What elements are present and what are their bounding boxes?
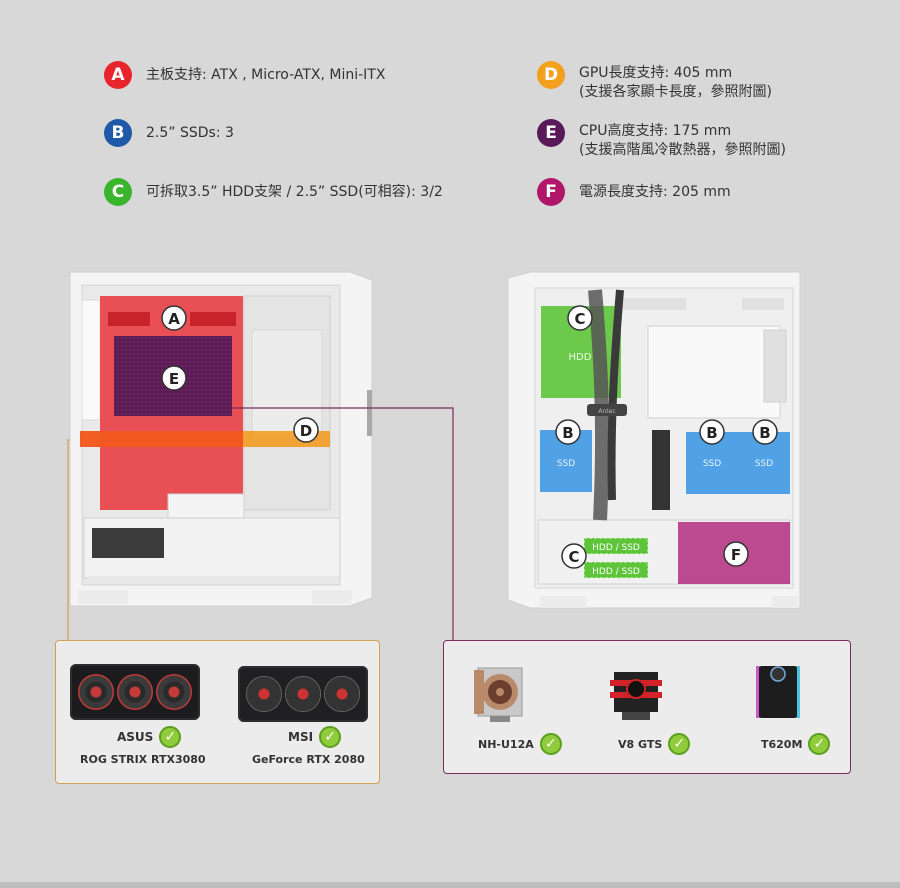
spec-b-line1: 2.5” SSDs: 3 <box>146 125 234 141</box>
cooler-t620m-name: T620M <box>761 737 803 751</box>
right-badge-f: F <box>731 546 741 564</box>
spec-f-line1: 電源長度支持: 205 mm <box>579 184 731 200</box>
gpu-msi-model: GeForce RTX 2080 <box>252 753 365 766</box>
check-icon: ✓ <box>159 726 182 748</box>
msi-gpu-image <box>238 666 368 722</box>
cooler-connector-line <box>232 407 454 640</box>
badge-f: F <box>537 178 565 206</box>
ssd-label-3: SSD <box>755 459 773 469</box>
gpu-connector-line <box>67 439 70 640</box>
cooler-nh-u12a-name: NH-U12A <box>478 737 534 751</box>
cooler-nh-u12a: NH-U12A ✓ <box>478 733 562 755</box>
gpu-msi-brand-row: MSI ✓ <box>288 726 342 748</box>
spec-c-line1: 可拆取3.5” HDD支架 / 2.5” SSD(可相容): 3/2 <box>146 184 443 200</box>
v8-gts-image <box>610 672 662 720</box>
spec-e-line1: CPU高度支持: 175 mm <box>579 123 732 139</box>
hdd-ssd-label-2: HDD / SSD <box>592 567 640 577</box>
right-badge-b-3: B <box>759 424 770 442</box>
spec-c: C 可拆取3.5” HDD支架 / 2.5” SSD(可相容): 3/2 <box>104 178 443 206</box>
check-icon: ✓ <box>319 726 342 748</box>
bottom-divider <box>0 882 900 888</box>
gpu-asus-brand: ASUS <box>117 730 154 744</box>
cooler-v8-gts: V8 GTS ✓ <box>618 733 691 755</box>
badge-d: D <box>537 61 565 89</box>
right-case: HDD Antec SSD SSD SSD HDD / SSD HDD / SS… <box>507 271 801 609</box>
ssd-label-2: SSD <box>703 459 721 469</box>
badge-c: C <box>104 178 132 206</box>
cooler-t620m: T620M ✓ <box>761 733 831 755</box>
badge-a: A <box>104 61 132 89</box>
badge-b: B <box>104 119 132 147</box>
right-badge-c-top: C <box>574 310 585 328</box>
case-diagram: A E D HDD Antec SSD SSD SSD <box>67 271 801 640</box>
check-icon: ✓ <box>808 733 831 755</box>
cable-brand-label: Antec <box>598 408 615 415</box>
left-case: A E D <box>69 271 373 607</box>
check-icon: ✓ <box>539 733 562 755</box>
right-badge-c-bottom: C <box>568 548 579 566</box>
spec-d: D GPU長度支持: 405 mm (支援各家顯卡長度，參照附圖) <box>537 61 772 102</box>
cooler-v8-gts-name: V8 GTS <box>618 737 663 751</box>
check-icon: ✓ <box>668 733 691 755</box>
spec-b: B 2.5” SSDs: 3 <box>104 119 234 147</box>
ssd-label-1: SSD <box>557 459 575 469</box>
right-badge-b-1: B <box>562 424 573 442</box>
spec-e: E CPU高度支持: 175 mm (支援高階風冷散熱器，參照附圖) <box>537 119 786 160</box>
nh-u12a-image <box>474 667 523 722</box>
spec-d-line2: (支援各家顯卡長度，參照附圖) <box>579 84 772 100</box>
t620m-image <box>756 666 800 718</box>
spec-e-line2: (支援高階風冷散熱器，參照附圖) <box>579 142 786 158</box>
gpu-asus-model: ROG STRIX RTX3080 <box>80 753 206 766</box>
right-region-hdd-ssd-1 <box>583 537 649 555</box>
badge-e: E <box>537 119 565 147</box>
hdd-label: HDD <box>569 352 592 363</box>
spec-d-line1: GPU長度支持: 405 mm <box>579 65 733 81</box>
left-badge-e: E <box>169 370 179 388</box>
spec-f: F 電源長度支持: 205 mm <box>537 178 731 206</box>
left-badge-d: D <box>300 422 312 440</box>
spec-a-line1: 主板支持: ATX , Micro-ATX, Mini-ITX <box>146 67 386 83</box>
gpu-msi-brand: MSI <box>288 730 314 744</box>
hdd-ssd-label-1: HDD / SSD <box>592 543 640 553</box>
left-badge-a: A <box>168 310 180 328</box>
right-region-hdd-ssd-2 <box>583 561 649 579</box>
asus-gpu-image <box>70 664 200 720</box>
spec-a: A 主板支持: ATX , Micro-ATX, Mini-ITX <box>104 61 385 89</box>
right-badge-b-2: B <box>706 424 717 442</box>
gpu-asus-brand-row: ASUS ✓ <box>117 726 182 748</box>
